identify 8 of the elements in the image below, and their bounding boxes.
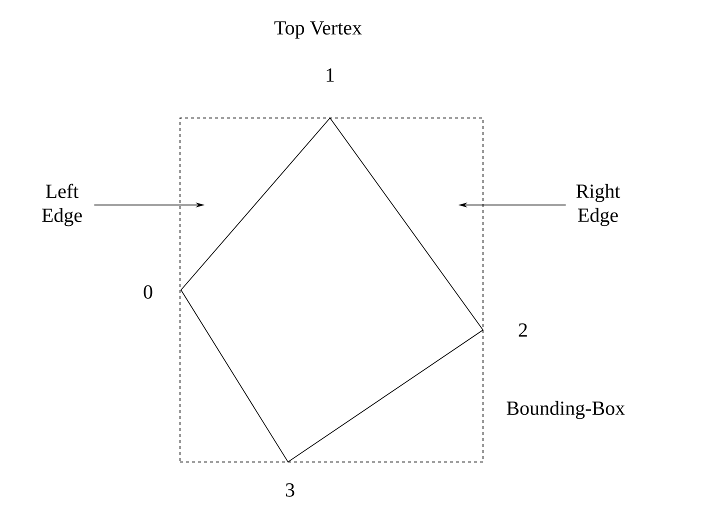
vertex-number: 0	[144, 285, 152, 299]
vertex-number: 2	[518, 323, 527, 337]
box-caption: Bounding-Box	[506, 400, 625, 420]
vertex-number: 3	[286, 483, 294, 497]
vertex-heading: Top Vertex	[274, 21, 362, 39]
edge-label-text: Right Edge	[576, 184, 620, 226]
vertex-number: 1	[326, 68, 334, 82]
edge-label-text: Left Edge	[42, 184, 82, 226]
